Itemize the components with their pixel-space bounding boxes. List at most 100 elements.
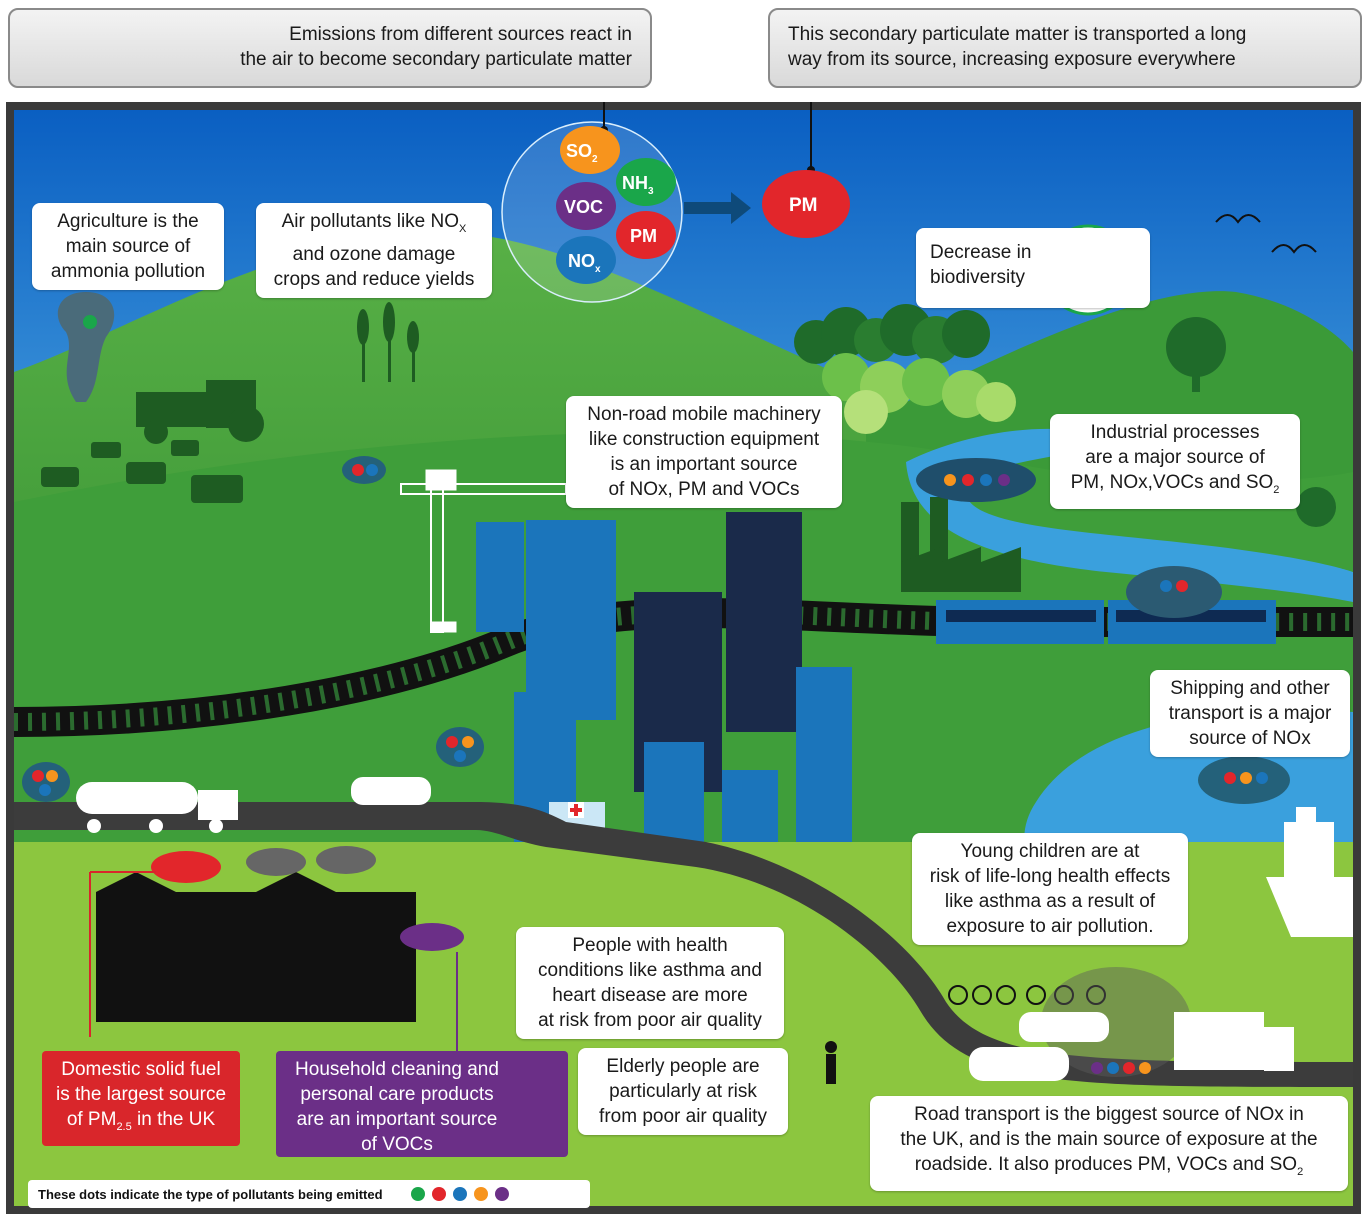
domestic-fuel-subscript: 2.5 — [116, 1120, 132, 1133]
callout-line: biodiversity — [930, 267, 1026, 288]
wheat-icon — [357, 302, 419, 382]
transport-arrow-icon — [684, 192, 751, 224]
pollutant-dot-legend: These dots indicate the type of pollutan… — [28, 1180, 590, 1208]
pm-label: PM — [630, 226, 657, 246]
biodiversity-callout: Decrease in biodiversity — [916, 228, 1150, 308]
road-vehicles — [969, 1012, 1294, 1081]
callout-line: of PM2.5 in the UK — [52, 1107, 230, 1140]
industrial-subscript: 2 — [1273, 483, 1280, 496]
callout-line: Air pollutants like NOX — [266, 209, 482, 242]
callout-line: Non-road mobile machinery — [587, 404, 821, 425]
tanker-truck-icon — [76, 782, 238, 833]
domestic-fuel-text: of PM — [66, 1109, 117, 1130]
machinery-callout: Non-road mobile machinery like construct… — [566, 396, 842, 508]
callout-line: Industrial processes — [1090, 422, 1260, 443]
car-emission-cloud — [436, 727, 484, 767]
callout-line: at risk from poor air quality — [538, 1010, 762, 1031]
callout-line: is the largest source — [55, 1084, 227, 1105]
domestic-smoke-cloud — [151, 851, 221, 883]
domestic-fuel-text-end: in the UK — [131, 1109, 216, 1130]
so2-label: SO2 — [566, 141, 598, 165]
callout-line: roadside. It also produces PM, VOCs and … — [880, 1152, 1338, 1185]
callout-line: exposure to air pollution. — [946, 916, 1154, 937]
callout-line: Household cleaning and — [295, 1059, 499, 1080]
callout-line: is an important source — [610, 454, 798, 475]
callout-line: main source of — [65, 236, 191, 257]
ship-emission-cloud — [1198, 756, 1290, 804]
nh3-cloud — [616, 158, 676, 206]
legend-dot-sulphur-dioxide — [473, 1187, 488, 1201]
callout-line: PM, NOx,VOCs and SO2 — [1060, 470, 1290, 503]
callout-line: Young children are at — [960, 841, 1140, 862]
callout-line: of NOx, PM and VOCs — [608, 479, 800, 500]
household-callout: Household cleaning and personal care pro… — [276, 1051, 568, 1157]
callout-line: like construction equipment — [588, 429, 820, 450]
callout-line: and ozone damage — [292, 243, 456, 265]
ship-icon — [1266, 807, 1353, 937]
tanker-emission-cloud — [22, 762, 70, 802]
callout-line: ammonia pollution — [50, 261, 206, 282]
nox-cloud — [556, 236, 616, 284]
nh3-label: NH3 — [622, 173, 654, 197]
callout-line: from poor air quality — [599, 1106, 767, 1127]
legend-dot-vocs — [494, 1187, 509, 1201]
crops-text: Air pollutants like NO — [281, 211, 460, 232]
train-emission-cloud — [1126, 566, 1222, 618]
domestic-fuel-callout: Domestic solid fuel is the largest sourc… — [42, 1051, 240, 1146]
callout-line: Road transport is the biggest source of … — [914, 1104, 1304, 1125]
callout-line: source of NOx — [1189, 728, 1311, 749]
forest — [794, 304, 1336, 527]
road-transport-callout: Road transport is the biggest source of … — [870, 1096, 1348, 1191]
tractor-icon — [136, 380, 264, 444]
nox-label: NOx — [568, 251, 601, 275]
callout-line: of VOCs — [361, 1134, 433, 1155]
ammonia-plume — [57, 292, 115, 402]
cyclists-icon — [948, 985, 1106, 1005]
voc-label: VOC — [564, 197, 603, 217]
health-conditions-callout: People with health conditions like asthm… — [516, 927, 784, 1039]
ammonia-dot — [83, 315, 97, 329]
transport-text-line1: This secondary particulate matter is tra… — [788, 24, 1247, 45]
secondary-pm-formation-box: Emissions from different sources react i… — [8, 8, 652, 88]
elderly-callout: Elderly people are particularly at risk … — [578, 1048, 788, 1135]
legend-dots — [410, 1187, 509, 1201]
callout-line: risk of life-long health effects — [929, 866, 1171, 887]
legend-dot-ammonia — [410, 1187, 425, 1201]
voc-cloud — [556, 182, 616, 230]
factory-icon — [901, 497, 1021, 592]
callout-line: conditions like asthma and — [538, 960, 762, 981]
bird-icon — [1215, 214, 1261, 224]
pm-cloud — [616, 211, 676, 259]
legend-dot-particulate-matter — [431, 1187, 446, 1201]
shipping-callout: Shipping and other transport is a major … — [1150, 670, 1350, 757]
callout-line: transport is a major — [1168, 703, 1332, 724]
crops-callout: Air pollutants like NOX and ozone damage… — [256, 203, 492, 298]
formation-text-line1: Emissions from different sources react i… — [289, 24, 632, 45]
pm-result-label: PM — [789, 195, 818, 216]
callout-line: personal care products — [300, 1084, 494, 1105]
callout-line: heart disease are more — [552, 985, 748, 1006]
terraced-houses-icon — [96, 872, 416, 1022]
callout-line: like asthma as a result of — [944, 891, 1156, 912]
callout-line: particularly at risk — [609, 1081, 757, 1102]
road-subscript: 2 — [1297, 1165, 1304, 1178]
cows — [41, 440, 243, 503]
train-icon — [936, 600, 1276, 644]
pm-result-cloud — [762, 170, 850, 238]
formation-text-line2: the air to become secondary particulate … — [240, 49, 632, 70]
callout-line: Shipping and other — [1170, 678, 1330, 699]
road-text: roadside. It also produces PM, VOCs and … — [914, 1154, 1298, 1175]
legend-label: These dots indicate the type of pollutan… — [38, 1186, 383, 1202]
callout-line: Decrease in — [930, 242, 1032, 263]
callout-line: the UK, and is the main source of exposu… — [900, 1129, 1318, 1150]
elderly-person-icon — [825, 1041, 837, 1084]
legend-dot-nitrogen-oxides — [452, 1187, 467, 1201]
so2-cloud — [560, 126, 620, 174]
crane-emission-cloud — [342, 456, 386, 484]
road — [14, 802, 1353, 1087]
callout-line: crops and reduce yields — [273, 268, 475, 290]
crops-subscript: X — [459, 222, 467, 235]
transport-text-line2: way from its source, increasing exposure… — [788, 49, 1236, 70]
industry-emission-cloud — [916, 458, 1036, 502]
callout-line: Elderly people are — [606, 1056, 760, 1077]
